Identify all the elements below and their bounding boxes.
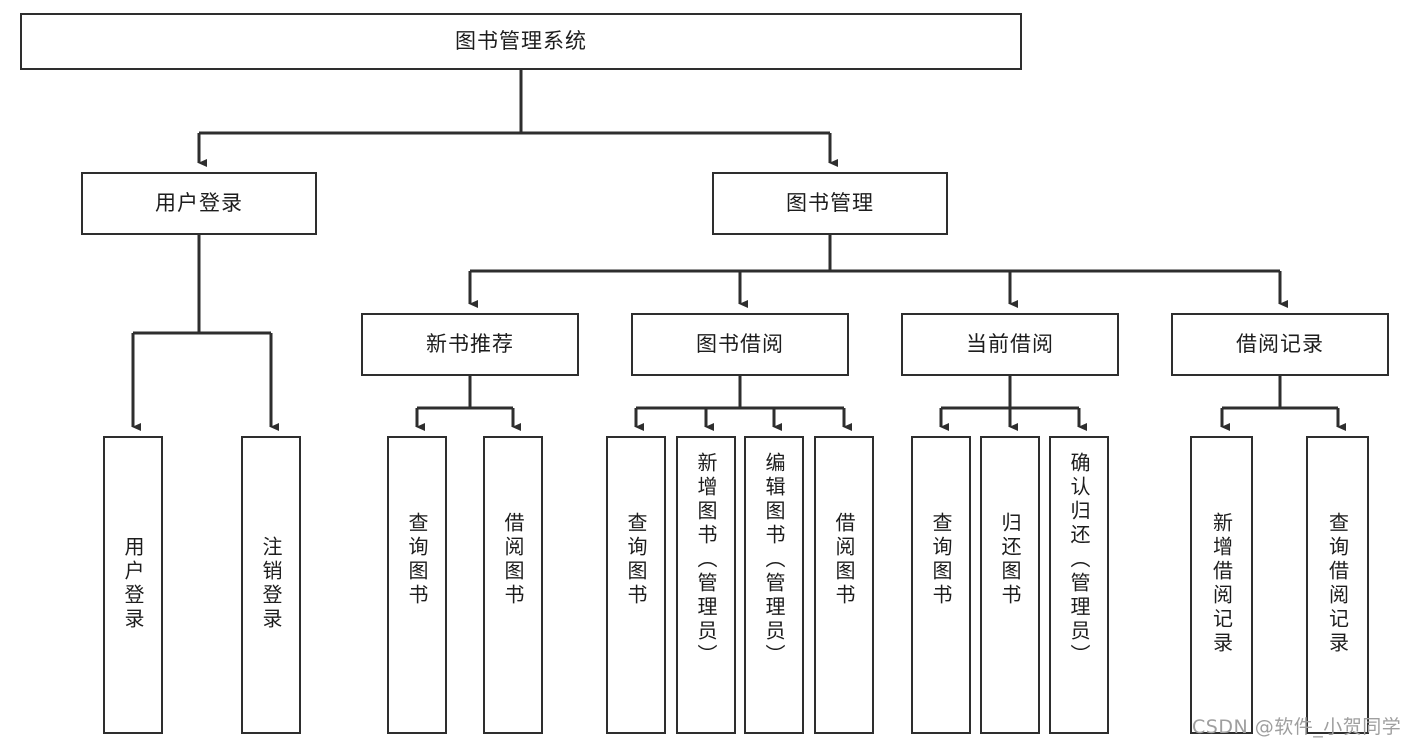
leaf-borrow-book-1[interactable]: 借阅图书 [483,436,543,734]
node-book-management-label: 图书管理 [786,191,874,216]
node-user-login-label: 用户登录 [155,191,243,216]
leaf-edit-book-label: 编辑图书（管理员） [762,452,786,668]
csdn-watermark: CSDN @软件_小贺同学 [1192,716,1402,738]
leaf-query-book-1[interactable]: 查询图书 [387,436,447,734]
leaf-add-record-label: 新增借阅记录 [1209,512,1234,656]
node-new-book-recommend[interactable]: 新书推荐 [361,313,579,376]
leaf-query-book-2-label: 查询图书 [624,512,648,608]
leaf-return-book-label: 归还图书 [998,512,1022,608]
node-current-borrow-label: 当前借阅 [966,332,1054,357]
leaf-query-record-label: 查询借阅记录 [1325,512,1350,656]
leaf-borrow-book-2-label: 借阅图书 [832,512,856,608]
leaf-query-book-3-label: 查询图书 [929,512,953,608]
leaf-borrow-book-1-label: 借阅图书 [501,512,525,608]
leaf-logout-login[interactable]: 注销登录 [241,436,301,734]
leaf-add-book[interactable]: 新增图书（管理员） [676,436,736,734]
node-borrow-record-label: 借阅记录 [1236,332,1324,357]
node-borrow-record[interactable]: 借阅记录 [1171,313,1389,376]
leaf-return-book[interactable]: 归还图书 [980,436,1040,734]
leaf-logout-login-label: 注销登录 [259,536,283,632]
leaf-edit-book[interactable]: 编辑图书（管理员） [744,436,804,734]
node-book-borrow[interactable]: 图书借阅 [631,313,849,376]
leaf-query-book-1-label: 查询图书 [405,512,429,608]
leaf-confirm-return[interactable]: 确认归还（管理员） [1049,436,1109,734]
leaf-borrow-book-2[interactable]: 借阅图书 [814,436,874,734]
node-current-borrow[interactable]: 当前借阅 [901,313,1119,376]
leaf-query-book-2[interactable]: 查询图书 [606,436,666,734]
leaf-query-record[interactable]: 查询借阅记录 [1306,436,1369,734]
leaf-user-login[interactable]: 用户登录 [103,436,163,734]
node-root-label: 图书管理系统 [455,29,587,54]
node-root[interactable]: 图书管理系统 [20,13,1022,70]
node-book-borrow-label: 图书借阅 [696,332,784,357]
node-user-login[interactable]: 用户登录 [81,172,317,235]
leaf-confirm-return-label: 确认归还（管理员） [1067,452,1091,668]
leaf-add-record[interactable]: 新增借阅记录 [1190,436,1253,734]
node-new-book-recommend-label: 新书推荐 [426,332,514,357]
leaf-add-book-label: 新增图书（管理员） [694,452,718,668]
leaf-user-login-label: 用户登录 [121,536,145,632]
leaf-query-book-3[interactable]: 查询图书 [911,436,971,734]
node-book-management[interactable]: 图书管理 [712,172,948,235]
